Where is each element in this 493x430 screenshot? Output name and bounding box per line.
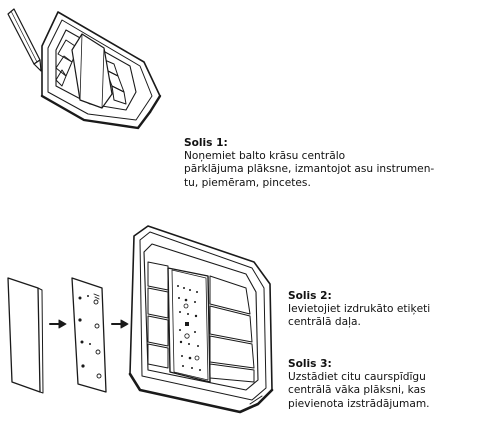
step-1-text: Noņemiet balto krāsu centrālo pārklājuma… [184,150,435,189]
pencil-icon [7,8,42,72]
step-3-title: Solis 3: [288,358,332,370]
step-1: Solis 1: Noņemiet balto krāsu centrālo p… [184,137,489,190]
printed-label [71,277,107,393]
center-insert-bottom [167,267,211,383]
step-2-text: Ievietojiet izdrukāto etiķeti centrālā d… [288,303,431,329]
step-1-title: Solis 1: [184,137,228,149]
label-card [7,277,44,394]
arrow-right-icon [49,319,67,329]
center-cover-plate-top [71,33,113,109]
step-2-title: Solis 2: [288,290,332,302]
step-3: Solis 3: Uzstādiet citu caurspīdīgu cent… [288,358,488,411]
arrow-right-icon [111,319,129,329]
step-3-text: Uzstādiet citu caurspīdīgu centrālā vāka… [288,371,430,410]
step-2: Solis 2: Ievietojiet izdrukāto etiķeti c… [288,290,488,330]
